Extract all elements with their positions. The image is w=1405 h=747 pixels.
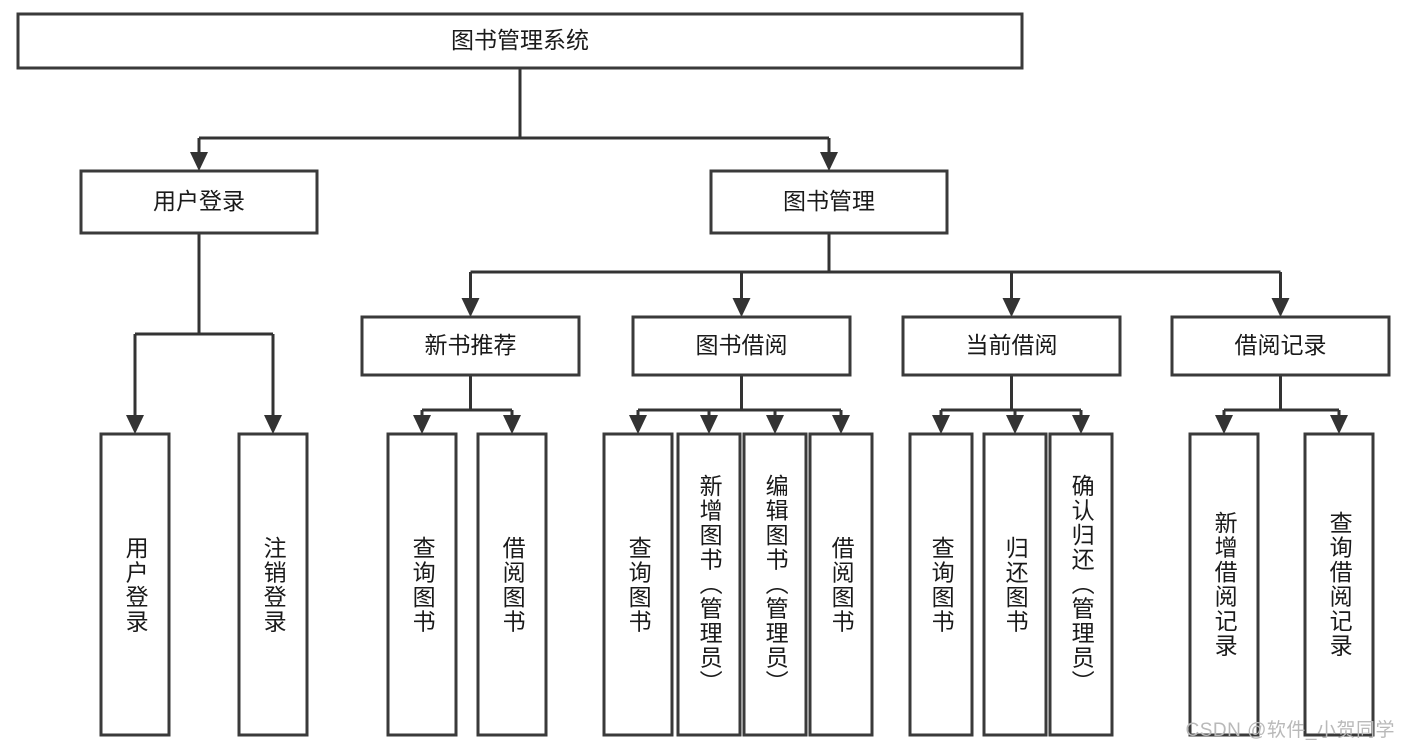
node-label-root: 图书管理系统: [451, 27, 589, 53]
node-label-borrow-record: 借阅记录: [1235, 332, 1327, 358]
node-box-book-borrow[interactable]: [631, 315, 852, 377]
connector-arrowhead-leaf-query-record: [1330, 415, 1348, 434]
connector-arrowhead-leaf-add-book: [700, 415, 718, 434]
node-label-book-manage: 图书管理: [783, 188, 875, 214]
watermark: CSDN @软件_小贺同学: [1185, 720, 1395, 741]
node-box-leaf-add-record[interactable]: [1188, 432, 1260, 737]
node-box-user-login[interactable]: [79, 169, 319, 235]
node-box-root[interactable]: [16, 12, 1024, 70]
connector-arrowhead-current-borrow: [1002, 298, 1021, 317]
node-box-leaf-add-book[interactable]: [676, 432, 742, 737]
connector-arrowhead-leaf-edit-book: [766, 415, 784, 434]
node-box-leaf-query-book-rec[interactable]: [386, 432, 458, 737]
connector-arrowhead-leaf-user-login: [126, 415, 144, 434]
node-box-leaf-user-logout[interactable]: [237, 432, 309, 737]
node-box-leaf-query-book-bor[interactable]: [602, 432, 674, 737]
node-label-book-borrow: 图书借阅: [696, 332, 788, 358]
node-box-current-borrow[interactable]: [901, 315, 1122, 377]
node-label-new-book-rec: 新书推荐: [425, 332, 517, 358]
node-box-borrow-record[interactable]: [1170, 315, 1391, 377]
node-box-leaf-borrow-book-bor[interactable]: [808, 432, 874, 737]
node-box-leaf-query-record[interactable]: [1303, 432, 1375, 737]
connector-arrowhead-leaf-user-logout: [264, 415, 282, 434]
connector-arrowhead-leaf-add-record: [1215, 415, 1233, 434]
connector-arrowhead-leaf-borrow-book-bor: [832, 415, 850, 434]
connector-arrowhead-book-borrow: [732, 298, 751, 317]
connectors-layer: [126, 68, 1348, 434]
connector-arrowhead-leaf-return-book: [1006, 415, 1024, 434]
connector-arrowhead-borrow-record: [1271, 298, 1290, 317]
node-box-leaf-borrow-book-rec[interactable]: [476, 432, 548, 737]
connector-arrowhead-leaf-confirm-return: [1072, 415, 1090, 434]
connector-arrowhead-leaf-query-book-cur: [932, 415, 950, 434]
node-box-leaf-confirm-return[interactable]: [1048, 432, 1114, 737]
connector-arrowhead-leaf-query-book-rec: [413, 415, 431, 434]
connector-arrowhead-new-book-rec: [461, 298, 480, 317]
node-box-leaf-edit-book[interactable]: [742, 432, 808, 737]
node-box-leaf-return-book[interactable]: [982, 432, 1048, 737]
node-box-leaf-user-login[interactable]: [99, 432, 171, 737]
node-label-user-login: 用户登录: [153, 188, 245, 214]
connector-arrowhead-leaf-borrow-book-rec: [503, 415, 521, 434]
connector-arrowhead-user-login: [190, 152, 208, 171]
connector-arrowhead-leaf-query-book-bor: [629, 415, 647, 434]
node-box-leaf-query-book-cur[interactable]: [908, 432, 974, 737]
node-box-book-manage[interactable]: [709, 169, 949, 235]
boxes-layer: [16, 12, 1391, 737]
node-box-new-book-rec[interactable]: [360, 315, 581, 377]
connector-arrowhead-book-manage: [820, 152, 838, 171]
node-label-current-borrow: 当前借阅: [966, 332, 1058, 358]
